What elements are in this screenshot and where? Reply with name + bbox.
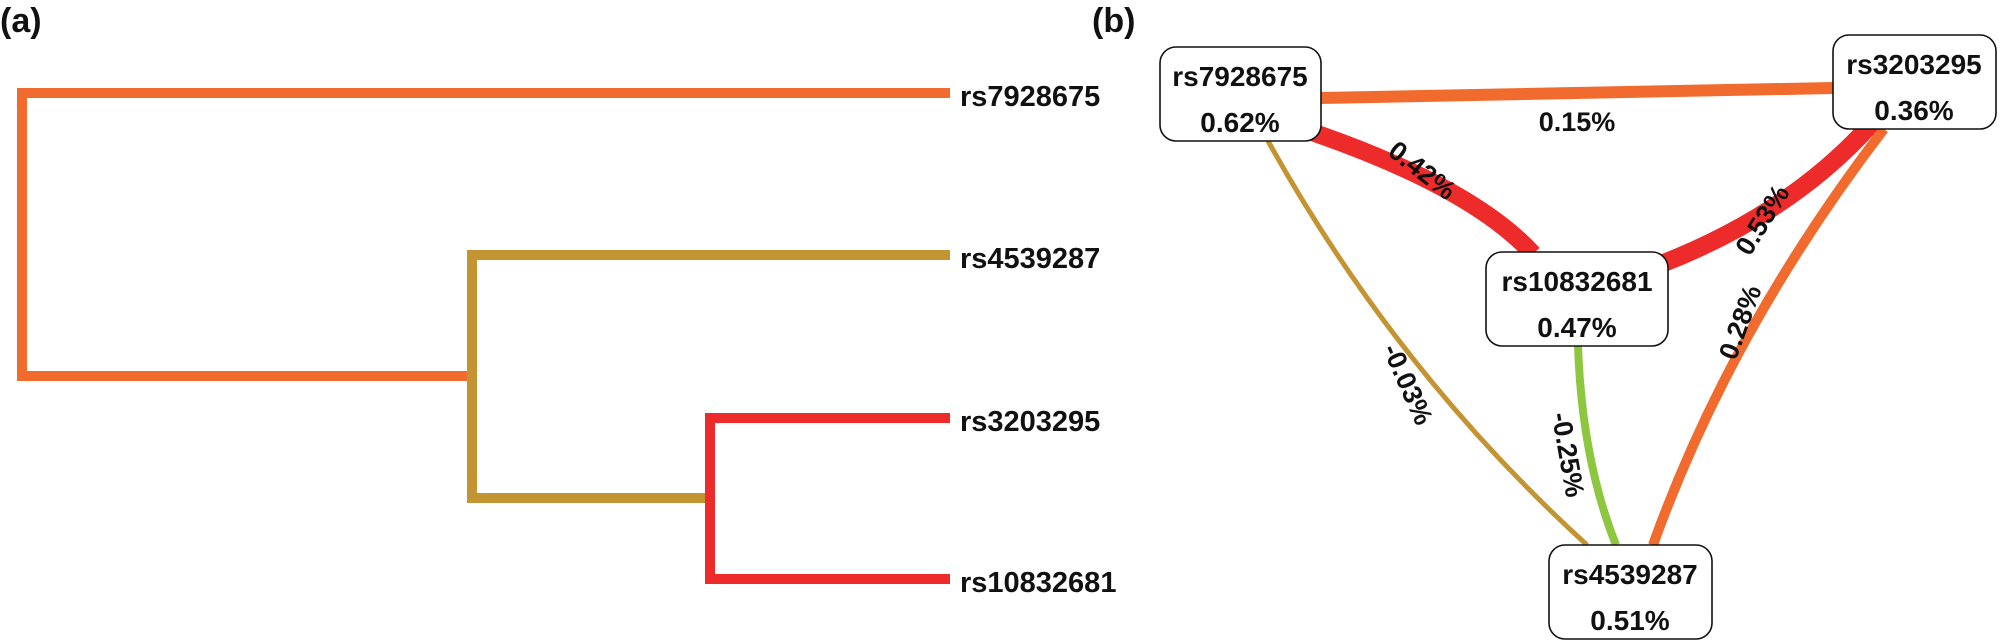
leaf-label: rs4539287 (960, 243, 1100, 275)
dendrogram (17, 88, 950, 584)
panel-b-label: (b) (1092, 2, 1135, 40)
edge-label: 0.15% (1539, 107, 1616, 137)
edge-rs3203295-rs4539287 (1648, 125, 1888, 547)
panel-a-label: (a) (0, 2, 42, 40)
node-value: 0.51% (1590, 605, 1669, 636)
edge-rs10832681-rs3203295 (1652, 117, 1879, 275)
node-value: 0.62% (1200, 107, 1279, 138)
node-name: rs7928675 (1172, 61, 1307, 92)
node-name: rs4539287 (1562, 559, 1697, 590)
branch-red (705, 413, 900, 584)
branch-root (17, 88, 900, 381)
leaf-label: rs7928675 (960, 81, 1100, 113)
leaf-label: rs10832681 (960, 567, 1116, 599)
edge-label: -0.03% (1377, 339, 1439, 429)
branch-tan (467, 250, 900, 503)
edge-rs7928675-rs3203295 (1320, 82, 1834, 104)
node-value: 0.47% (1537, 312, 1616, 343)
node-value: 0.36% (1874, 95, 1953, 126)
node-rs4539287: rs4539287 0.51% (1548, 544, 1713, 640)
node-rs10832681: rs10832681 0.47% (1485, 251, 1669, 347)
node-rs7928675: rs7928675 0.62% (1159, 46, 1322, 142)
edge-rs7928675-rs4539287 (1265, 139, 1589, 547)
node-name: rs3203295 (1846, 49, 1981, 80)
node-rs3203295: rs3203295 0.36% (1832, 34, 1997, 130)
edge-rs7928675-rs10832681 (1297, 119, 1540, 261)
edge-rs10832681-rs4539287 (1574, 345, 1620, 547)
network-edges (1265, 82, 1888, 547)
leaf-label: rs3203295 (960, 406, 1100, 438)
node-name: rs10832681 (1501, 266, 1652, 297)
